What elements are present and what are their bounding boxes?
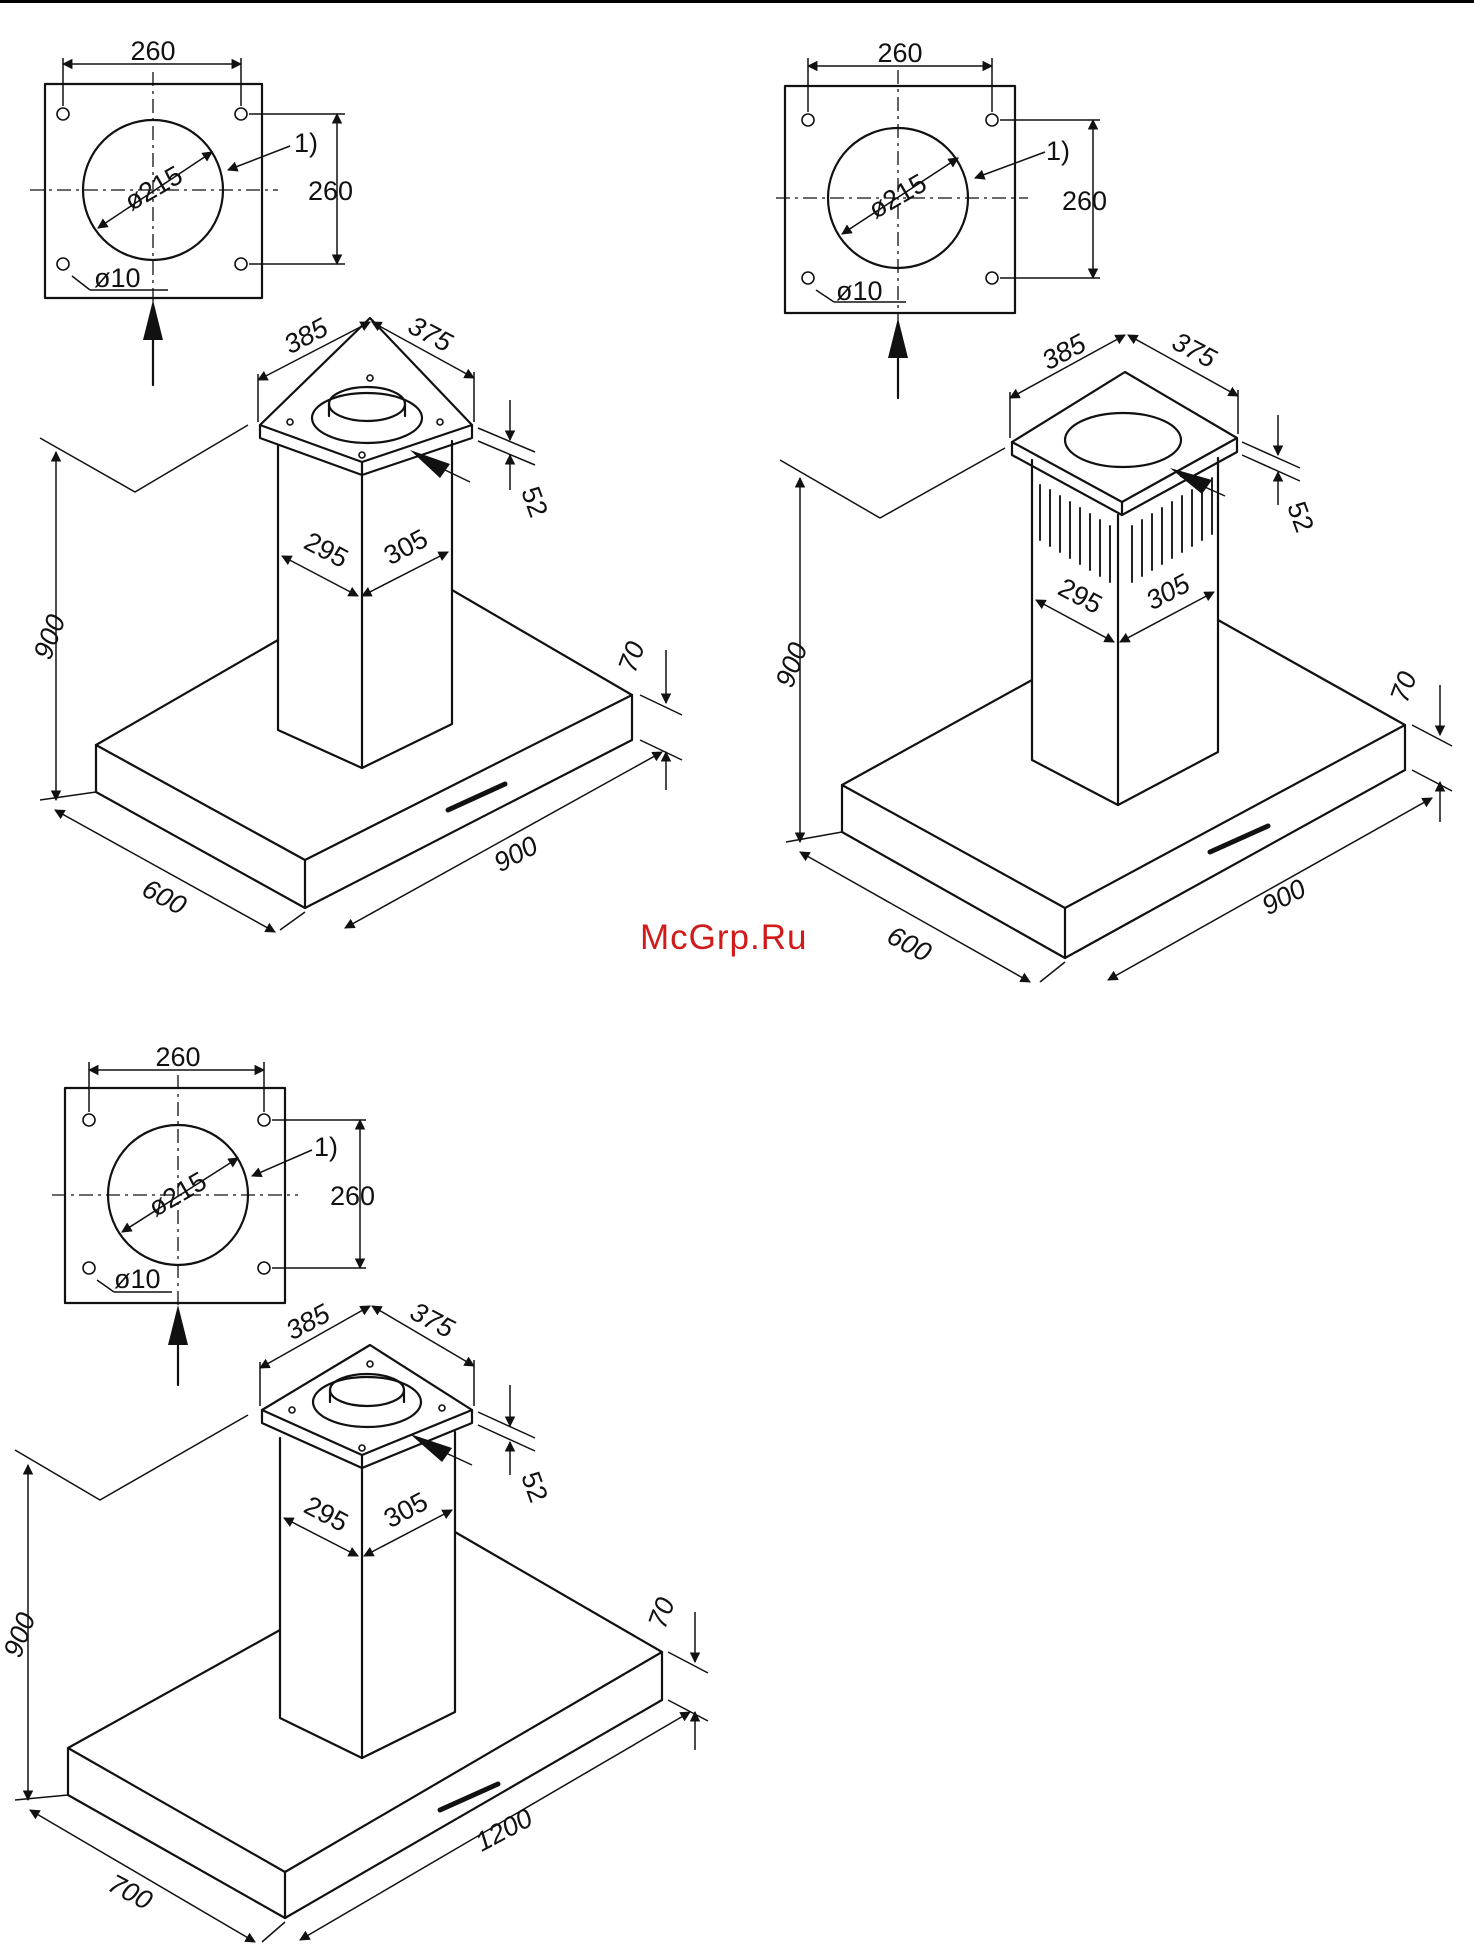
vent-slots bbox=[1040, 478, 1212, 582]
top-right-dim: 375 bbox=[403, 310, 458, 358]
chimney-right-dim: 305 bbox=[379, 1486, 433, 1534]
height-dim: 900 bbox=[770, 639, 814, 692]
plate-width: 260 bbox=[877, 38, 922, 68]
plate-height: 260 bbox=[308, 176, 353, 206]
plate-width: 260 bbox=[130, 36, 175, 66]
hood-drawing bbox=[15, 1306, 708, 1942]
thickness-dim: 70 bbox=[642, 1594, 680, 1632]
top-left-dim: 385 bbox=[279, 312, 334, 360]
top-left-dim: 385 bbox=[281, 1298, 336, 1346]
note-label: 1) bbox=[294, 128, 318, 158]
top-right-dim: 375 bbox=[1167, 326, 1222, 374]
depth-dim: 600 bbox=[882, 920, 936, 968]
diagram-hood-a: 260 260 ø215 ø10 1) 385 375 52 295 305 9… bbox=[28, 36, 682, 932]
width-dim: 900 bbox=[489, 830, 543, 878]
diagram-hood-c: 260 260 ø215 ø10 1) 385 375 52 295 305 9… bbox=[0, 1042, 708, 1942]
plate-width: 260 bbox=[155, 1042, 200, 1072]
chimney-right-dim: 305 bbox=[1141, 568, 1196, 616]
watermark: McGrp.Ru bbox=[640, 918, 807, 958]
hood-drawing bbox=[780, 335, 1452, 982]
note-label: 1) bbox=[1046, 136, 1070, 166]
flange-dim: 52 bbox=[515, 1468, 553, 1506]
height-dim: 900 bbox=[28, 611, 72, 664]
hole-diameter: ø10 bbox=[94, 263, 141, 293]
thickness-dim: 70 bbox=[612, 638, 650, 676]
width-dim: 1200 bbox=[470, 1803, 537, 1858]
top-left-dim: 385 bbox=[1037, 328, 1092, 376]
hole-diameter: ø10 bbox=[836, 276, 883, 306]
width-dim: 900 bbox=[1257, 873, 1311, 921]
note-label: 1) bbox=[314, 1132, 338, 1162]
plate-height: 260 bbox=[1062, 186, 1107, 216]
plate-height: 260 bbox=[330, 1181, 375, 1211]
flange-dim: 52 bbox=[1281, 498, 1319, 536]
flange-dim: 52 bbox=[515, 483, 553, 521]
height-dim: 900 bbox=[0, 1609, 41, 1662]
hole-diameter: ø10 bbox=[114, 1264, 161, 1294]
chimney-left-dim: 295 bbox=[1053, 572, 1107, 620]
top-right-dim: 375 bbox=[405, 1296, 460, 1344]
depth-dim: 700 bbox=[103, 1868, 157, 1916]
chimney-left-dim: 295 bbox=[299, 526, 353, 574]
diagram-hood-b: 260 260 ø215 ø10 1) 385 375 52 295 305 9… bbox=[770, 38, 1452, 982]
thickness-dim: 70 bbox=[1384, 668, 1422, 706]
hood-drawing bbox=[40, 318, 682, 932]
mounting-plate bbox=[52, 1062, 366, 1385]
